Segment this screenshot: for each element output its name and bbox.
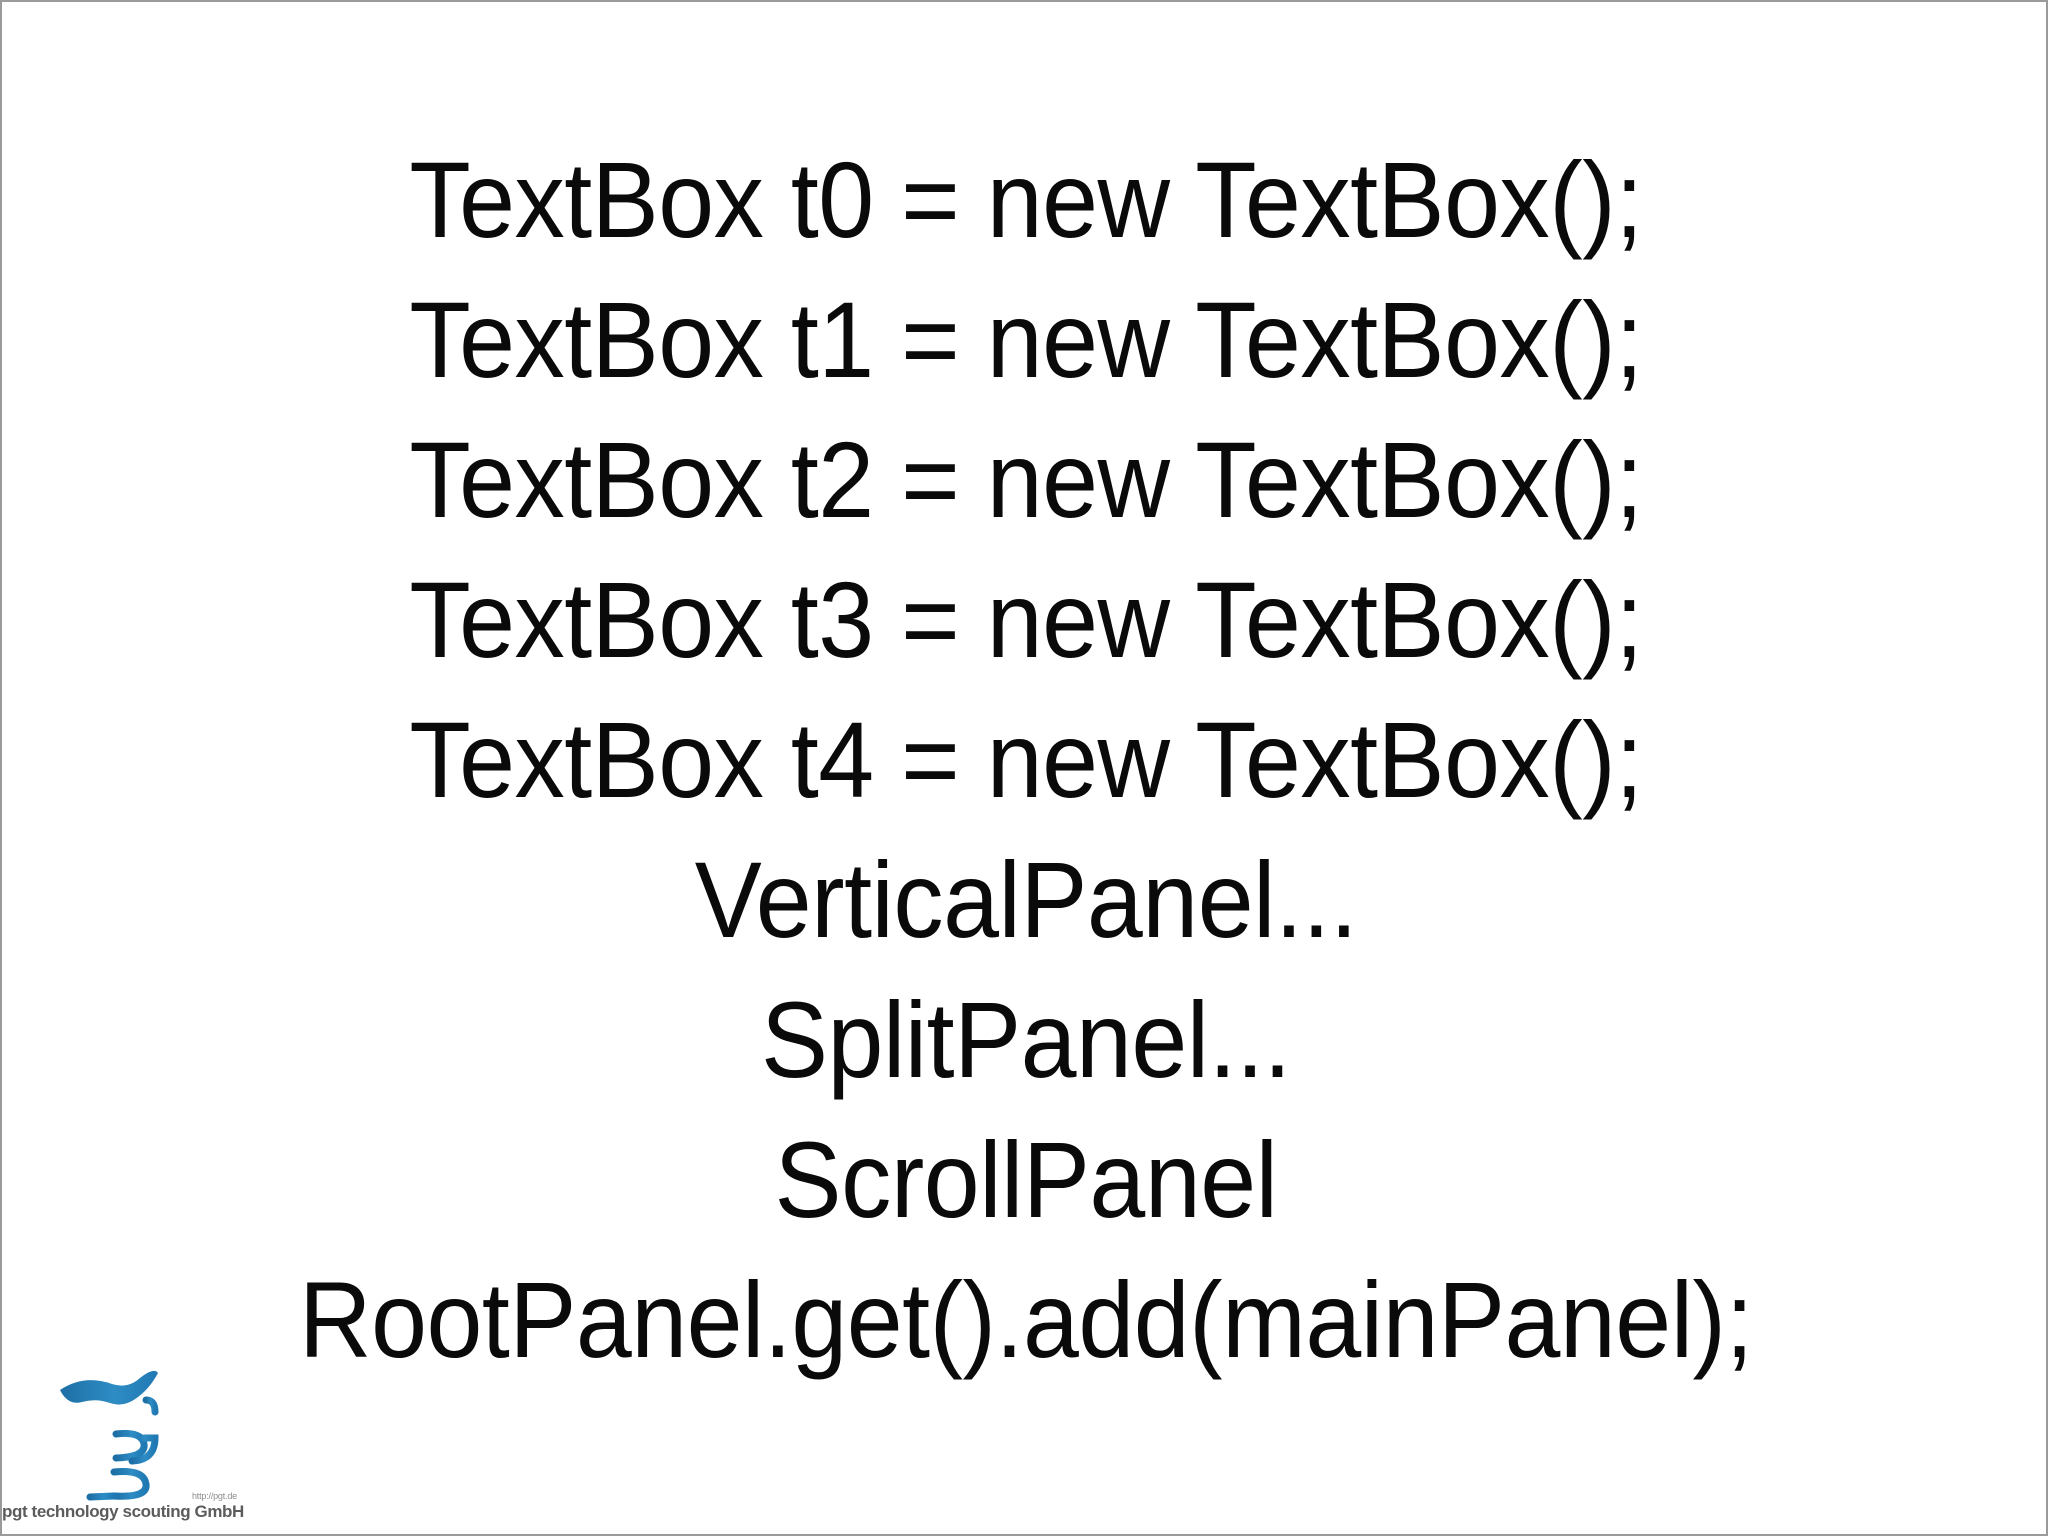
pgt-logo: http://pgt.de pgt technology scouting Gm… [2,1368,296,1534]
pgt-logo-mark-icon [54,1368,162,1508]
code-line: TextBox t1 = new TextBox(); [409,279,1643,400]
code-line: VerticalPanel... [694,839,1358,960]
code-line: TextBox t2 = new TextBox(); [409,419,1643,540]
code-line: SplitPanel... [761,979,1291,1100]
code-line: TextBox t4 = new TextBox(); [409,699,1643,820]
pgt-logo-company-name: pgt technology scouting GmbH [2,1502,244,1521]
code-line: TextBox t0 = new TextBox(); [409,139,1643,260]
code-line: TextBox t3 = new TextBox(); [409,559,1643,680]
code-line: ScrollPanel [774,1119,1278,1240]
code-line: RootPanel.get().add(mainPanel); [299,1259,1753,1380]
pgt-logo-url: http://pgt.de [192,1491,237,1501]
code-snippet: TextBox t0 = new TextBox(); TextBox t1 =… [2,130,2046,1390]
